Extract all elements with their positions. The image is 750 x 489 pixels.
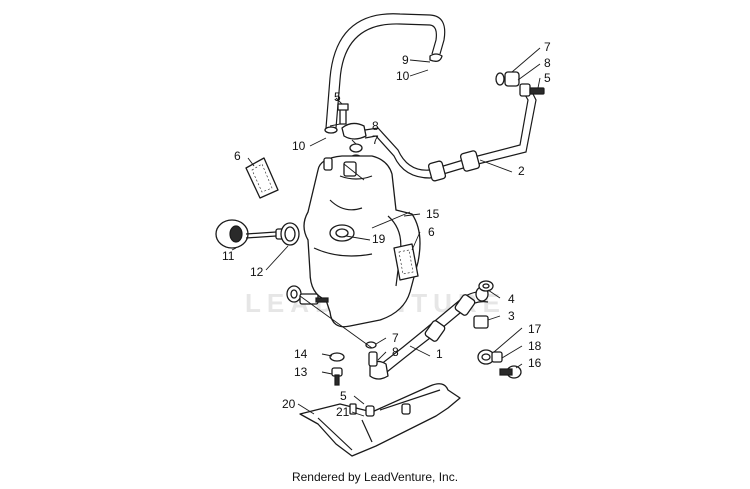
fuel-tank: [303, 155, 421, 328]
decal-pad-right: [393, 243, 419, 281]
callout-6: 6: [428, 225, 435, 239]
tank-fitting-top: [337, 103, 367, 162]
fuel-cap: [215, 219, 285, 249]
callout-20: 20: [282, 397, 296, 411]
callout-5: 5: [340, 389, 347, 403]
callout-6: 6: [234, 149, 241, 163]
callout-21: 21: [336, 405, 350, 419]
callout-7: 7: [544, 40, 551, 54]
callout-16: 16: [528, 356, 542, 370]
callout-7: 7: [372, 133, 379, 147]
callout-8: 8: [372, 119, 379, 133]
callout-2: 2: [518, 164, 525, 178]
callout-3: 3: [508, 309, 515, 323]
callout-15: 15: [426, 207, 440, 221]
skid-plate: [299, 383, 461, 457]
callout-14: 14: [294, 347, 308, 361]
callout-12: 12: [250, 265, 264, 279]
callout-10: 10: [292, 139, 306, 153]
callout-19: 19: [372, 232, 386, 246]
callout-5: 5: [544, 71, 551, 85]
callout-9: 9: [402, 53, 409, 67]
decal-pad-left: [245, 157, 279, 199]
callout-4: 4: [508, 292, 515, 306]
vent-hose: [324, 13, 446, 134]
fuel-line-2: [364, 71, 545, 182]
callout-8: 8: [544, 56, 551, 70]
callout-labels: 9 10 7 8 5 5 8 10 7 6 2 15 6 19 11 12 4 …: [222, 40, 551, 419]
callout-11: 11: [222, 249, 235, 263]
callout-1: 1: [436, 347, 443, 361]
cap-gasket: [280, 222, 300, 246]
callout-8: 8: [392, 345, 399, 359]
callout-18: 18: [528, 339, 542, 353]
callout-17: 17: [528, 322, 542, 336]
callout-13: 13: [294, 365, 308, 379]
callout-5: 5: [334, 90, 341, 104]
tank-mount-left: [286, 285, 329, 305]
footer-credit: Rendered by LeadVenture, Inc.: [291, 470, 459, 484]
leader-lines: [231, 47, 541, 417]
callout-10: 10: [396, 69, 410, 83]
lower-hardware: [329, 341, 522, 386]
callout-7: 7: [392, 331, 399, 345]
